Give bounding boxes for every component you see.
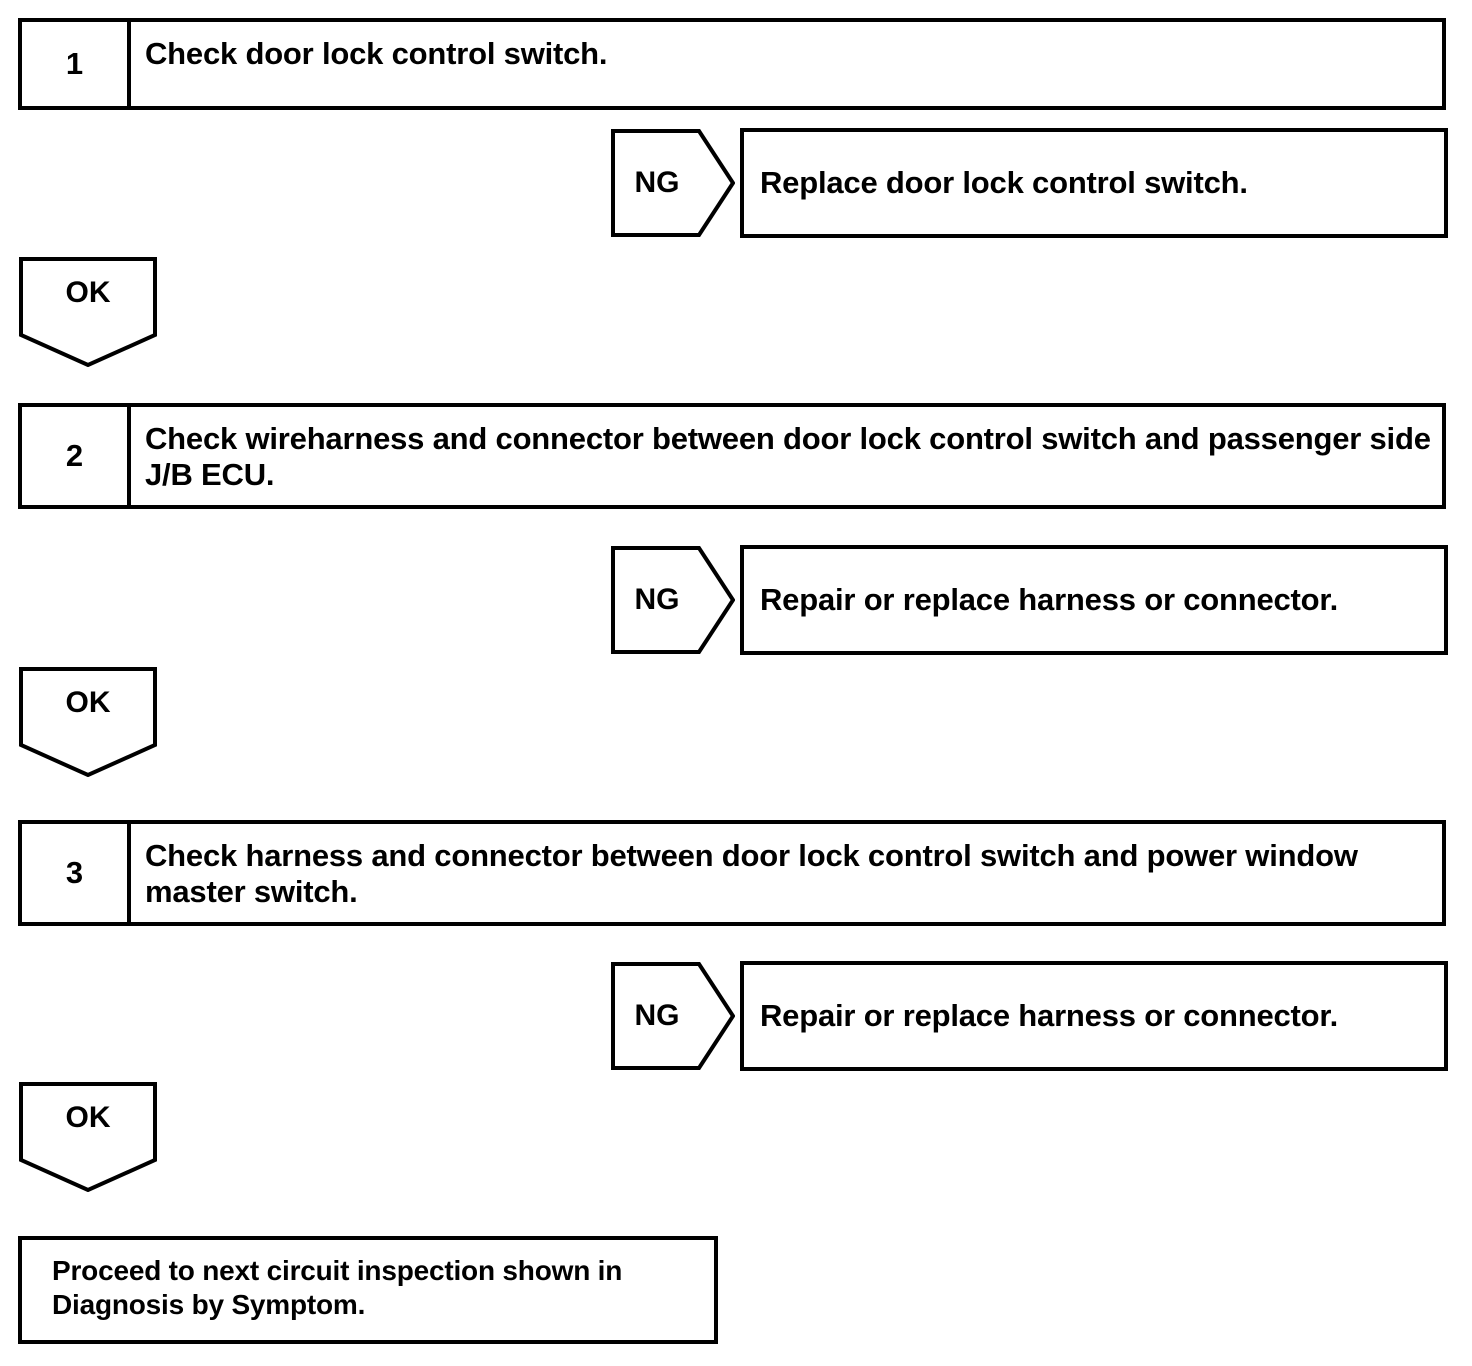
step-number-2: 2 bbox=[22, 407, 131, 505]
step-text-3: Check harness and connector between door… bbox=[145, 838, 1358, 909]
ng-arrow-1: NG bbox=[611, 129, 735, 237]
step-box-2: 2 Check wireharness and connector betwee… bbox=[18, 403, 1446, 509]
ng-result-box-2: Repair or replace harness or connector. bbox=[740, 545, 1448, 655]
ng-arrow-label-1: NG bbox=[634, 166, 680, 199]
step-text-2: Check wireharness and connector between … bbox=[145, 421, 1431, 492]
ng-arrow-3: NG bbox=[611, 962, 735, 1070]
ng-result-text-2: Repair or replace harness or connector. bbox=[760, 582, 1338, 617]
step-number-3: 3 bbox=[22, 824, 131, 922]
ng-result-box-1: Replace door lock control switch. bbox=[740, 128, 1448, 238]
ng-result-text-3: Repair or replace harness or connector. bbox=[760, 998, 1338, 1033]
ng-result-box-3: Repair or replace harness or connector. bbox=[740, 961, 1448, 1071]
terminal-box: Proceed to next circuit inspection shown… bbox=[18, 1236, 718, 1344]
step-text-1: Check door lock control switch. bbox=[145, 36, 608, 71]
step-number-1: 1 bbox=[22, 22, 131, 106]
ok-arrow-2: OK bbox=[19, 667, 157, 777]
step-box-3: 3 Check harness and connector between do… bbox=[18, 820, 1446, 926]
ok-arrow-label-1: OK bbox=[65, 276, 111, 309]
ng-result-text-1: Replace door lock control switch. bbox=[760, 165, 1248, 200]
ng-arrow-2: NG bbox=[611, 546, 735, 654]
ng-arrow-label-3: NG bbox=[634, 999, 680, 1032]
ok-arrow-3: OK bbox=[19, 1082, 157, 1192]
step-box-1: 1 Check door lock control switch. bbox=[18, 18, 1446, 110]
ok-arrow-label-2: OK bbox=[65, 686, 111, 719]
ok-arrow-1: OK bbox=[19, 257, 157, 367]
ok-arrow-label-3: OK bbox=[65, 1101, 111, 1134]
ng-arrow-label-2: NG bbox=[634, 583, 680, 616]
terminal-text: Proceed to next circuit inspection shown… bbox=[52, 1255, 623, 1320]
